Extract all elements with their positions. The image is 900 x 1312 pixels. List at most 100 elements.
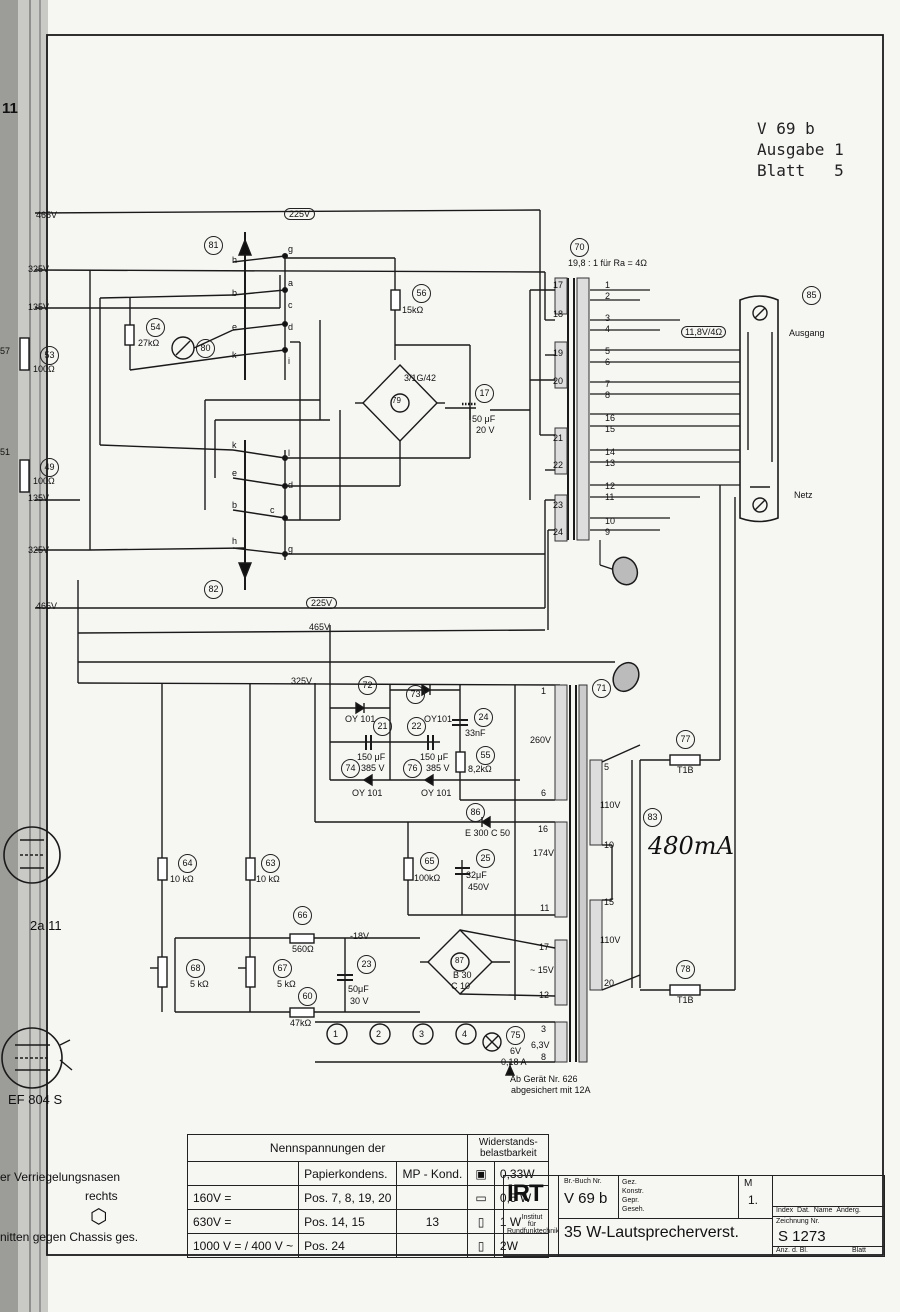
rail-325v-lower: 325V — [28, 545, 50, 555]
rail-225v: 225V — [284, 208, 316, 220]
tube-ef804s-symbol — [1, 1027, 63, 1089]
label-80: 80 — [196, 339, 215, 358]
wid-icon-dot: ▣ — [467, 1161, 495, 1186]
transformer-71 — [554, 684, 603, 1063]
left-note-line2: rechts — [85, 1189, 118, 1203]
c24-value: 33nF — [465, 728, 486, 738]
d72-value: OY 101 — [345, 714, 376, 724]
pin-c-bottom: c — [270, 505, 275, 515]
t70-rpin-16: 16 — [605, 413, 616, 423]
pin-h-bottom: h — [232, 536, 238, 546]
label-81: 81 — [204, 236, 223, 255]
label-65: 65 — [420, 852, 439, 871]
t70-pin-19: 19 — [553, 348, 564, 358]
bias-minus18v: -18V — [350, 931, 370, 941]
nenn-mp-2 — [396, 1233, 469, 1258]
r55-value: 8,2kΩ — [468, 764, 492, 774]
t71-rpin-10: 10 — [604, 840, 615, 850]
label-24: 24 — [474, 708, 493, 727]
nennspannungen-table: Nennspannungen der Widerstands-belastbar… — [186, 1134, 550, 1258]
primary-110v-a: 110V — [600, 800, 621, 810]
netz-label: Netz — [794, 490, 813, 500]
t71-pin-12: 12 — [539, 990, 550, 1000]
c22-value: 150 μF — [420, 752, 449, 762]
t71-rpin-5: 5 — [604, 762, 610, 772]
label-55: 55 — [476, 746, 495, 765]
t70-rpin-8: 8 — [605, 390, 611, 400]
label-54: 54 — [146, 318, 165, 337]
out-impedance: 11,8V/4Ω — [681, 326, 727, 338]
r56-value: 15kΩ — [402, 305, 424, 315]
label-87: 87 — [455, 956, 464, 965]
l75-current: 0,18 A — [501, 1057, 527, 1067]
label-21: 21 — [373, 717, 392, 736]
brbuch-value: V 69 b — [564, 1190, 608, 1207]
wid-icon-bar: ▭ — [467, 1185, 495, 1210]
nenn-col-papier: Papierkondens. — [298, 1161, 398, 1186]
t70-rpin-4: 4 — [605, 324, 611, 334]
winding-260v: 260V — [530, 735, 552, 745]
t71-pin-3: 3 — [541, 1024, 547, 1034]
t70-rpin-15: 15 — [605, 424, 616, 434]
pin-a-top: a — [288, 278, 294, 288]
label-17: 17 — [475, 384, 494, 403]
rail-135v-lower: 135V — [28, 493, 50, 503]
pin-e-top: e — [232, 322, 238, 332]
t70-rpin-3: 3 — [605, 313, 611, 323]
note-abgesichert: abgesichert mit 12A — [511, 1085, 591, 1095]
nenn-w-0: 0,33W — [493, 1161, 550, 1186]
r66-value: 560Ω — [292, 944, 314, 954]
nenn-p-1: Pos. 14, 15 — [298, 1209, 398, 1234]
nenn-v-2: 1000 V = / 400 V ~ — [186, 1233, 300, 1258]
t70-rpin-12: 12 — [605, 481, 616, 491]
t71-rpin-20: 20 — [604, 978, 615, 988]
t71-pin-6: 6 — [541, 788, 547, 798]
d73-value: OY101 — [424, 714, 453, 724]
d74-value: OY 101 — [352, 788, 383, 798]
t70-rpin-6: 6 — [605, 357, 611, 367]
tube-top-label: 11 — [2, 100, 18, 117]
p68-value: 5 kΩ — [190, 979, 209, 989]
t70-pin-23: 23 — [553, 500, 564, 510]
c22-voltage: 385 V — [426, 763, 450, 773]
t71-pin-16: 16 — [538, 824, 549, 834]
note-geraet: Ab Gerät Nr. 626 — [510, 1074, 578, 1084]
anz-label: Anz. d. Bl. — [776, 1247, 808, 1254]
t70-rpin-11: 11 — [605, 492, 615, 502]
label-77: 77 — [676, 730, 695, 749]
pin-l-bottom: l — [288, 448, 290, 458]
rail-465v: 465V — [36, 210, 58, 220]
drawing-title: 35 W-Lautsprecherverst. — [564, 1224, 739, 1241]
f78-value: T1B — [677, 995, 694, 1005]
nenn-col-mp: MP - Kond. — [396, 1161, 469, 1186]
label-79: 79 — [392, 396, 401, 405]
t70-pin-24: 24 — [553, 527, 564, 537]
t70-pin-22: 22 — [553, 460, 564, 470]
tube-2a11-symbol — [3, 826, 61, 884]
r53-value: 100Ω — [33, 364, 55, 374]
t70-pin-21: 21 — [553, 433, 564, 443]
r64-value: 10 kΩ — [170, 874, 194, 884]
tube-ef804s-label: EF 804 S — [8, 1092, 63, 1107]
t71-pin-8: 8 — [541, 1052, 547, 1062]
label-76: 76 — [403, 759, 422, 778]
label-85: 85 — [802, 286, 821, 305]
label-73: 73 — [406, 685, 425, 704]
r63-value: 10 kΩ — [256, 874, 280, 884]
wid-icon-one: ▯ — [467, 1209, 495, 1234]
sign-labels: Gez.Konstr.Gepr.Geseh. — [622, 1179, 645, 1213]
p67-value: 5 kΩ — [277, 979, 296, 989]
hexagon-icon: ⬡ — [90, 1206, 108, 1228]
primary-110v-b: 110V — [600, 935, 621, 945]
c21-voltage: 385 V — [361, 763, 385, 773]
f77-value: T1B — [677, 765, 694, 775]
left-note: er Verriegelungsnasen rechts ⬡ nitten ge… — [0, 1168, 138, 1247]
zeichnung-label: Zeichnung Nr. — [776, 1218, 820, 1225]
index-header: Index Dat. Name Änderg. — [776, 1207, 861, 1214]
t70-pin-20: 20 — [553, 376, 564, 386]
sheet-id: V 69 b — [757, 119, 815, 138]
wid-icon-two: ▯ — [467, 1233, 495, 1258]
